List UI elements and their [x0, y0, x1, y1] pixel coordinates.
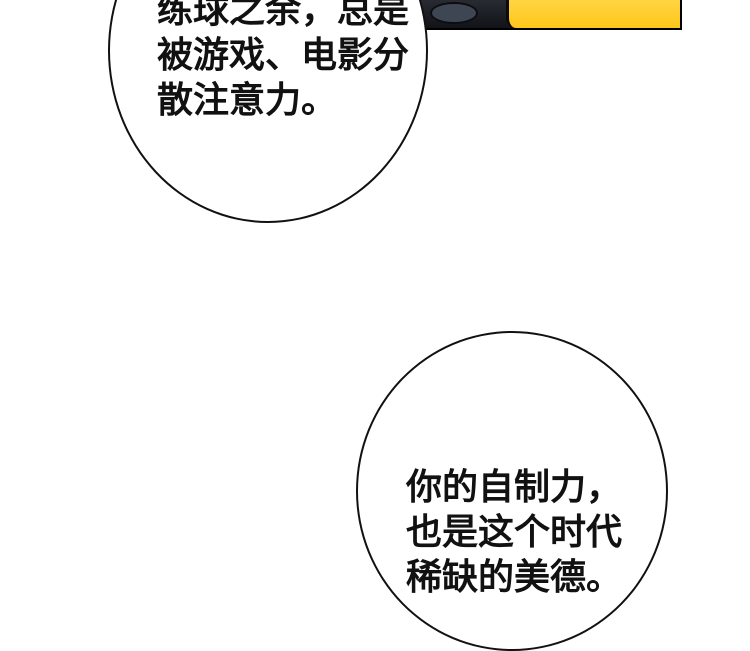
- art-shape: [430, 2, 478, 24]
- speech-bubble-1-line-2: 被游戏、电影分: [157, 35, 410, 76]
- speech-bubble-1-line-3: 散注意力。: [157, 80, 338, 121]
- speech-bubble-2-text: 你的自制力， 也是这个时代 稀缺的美德。: [406, 465, 622, 600]
- art-yellow-region: [506, 0, 680, 28]
- top-art-panel: [392, 0, 682, 30]
- speech-bubble-2-line-1: 你的自制力，: [406, 467, 623, 508]
- speech-bubble-2-line-3: 稀缺的美德。: [406, 557, 623, 598]
- speech-bubble-1-text: 练球之余，总是 被游戏、电影分 散注意力。: [157, 0, 409, 123]
- speech-bubble-1-line-1: 练球之余，总是: [157, 0, 410, 31]
- speech-bubble-2-line-2: 也是这个时代: [406, 512, 623, 553]
